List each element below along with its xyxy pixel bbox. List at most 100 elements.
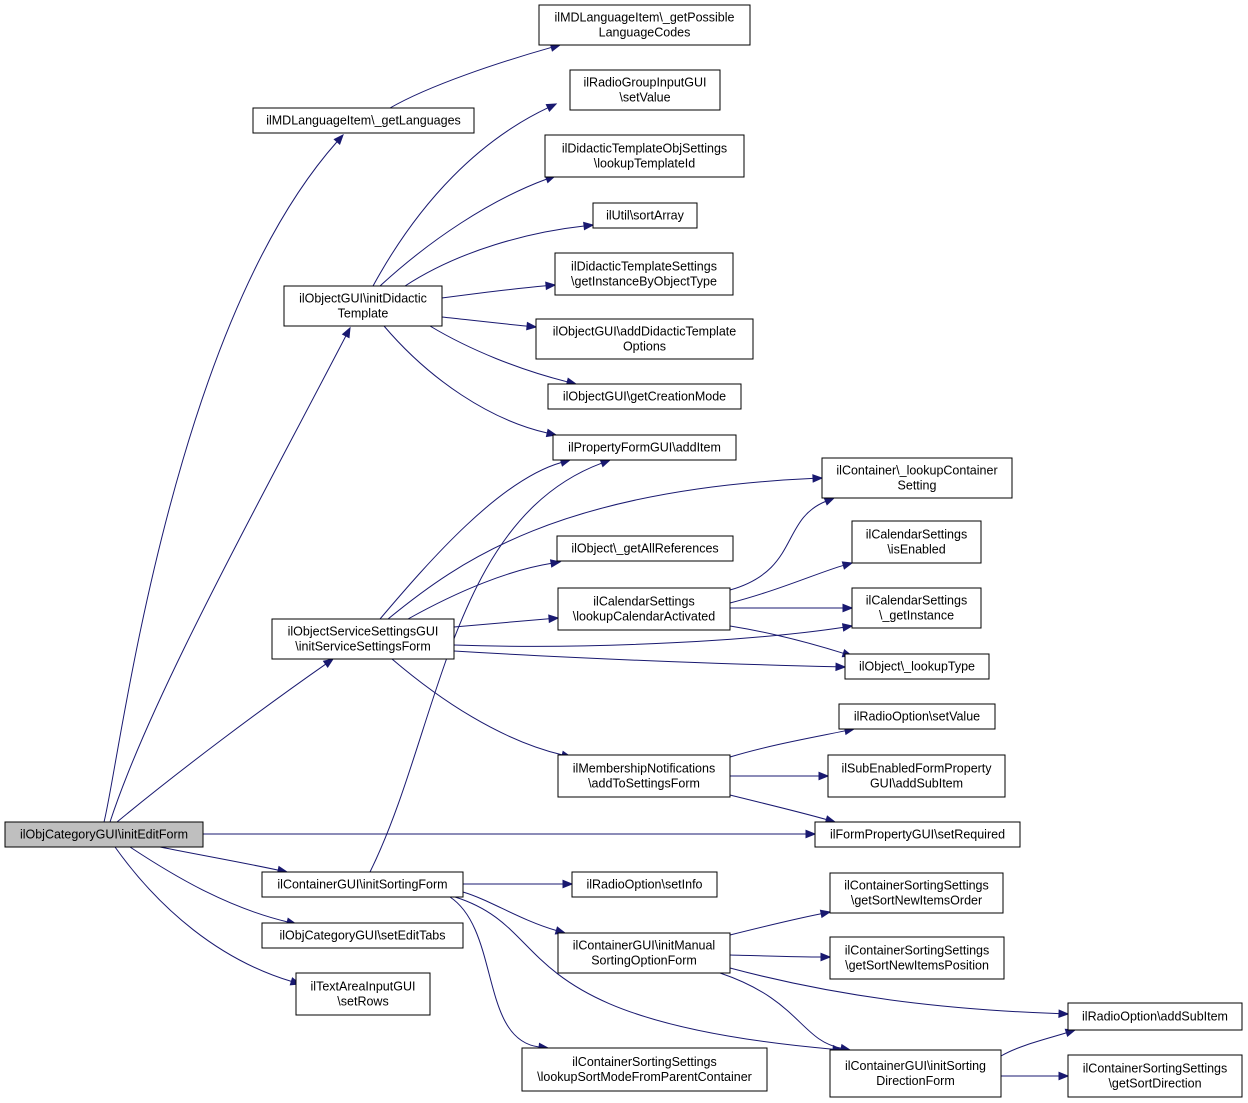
node-label: \getSortDirection [1108,1077,1201,1091]
edge-root-to-initdid [109,326,351,823]
node-label: ilPropertyFormGUI\addItem [568,441,721,455]
node-edittabs[interactable]: ilObjCategoryGUI\setEditTabs [261,922,464,949]
node-allrefs[interactable]: ilObject\_getAllReferences [556,535,734,562]
edge-line [383,325,548,434]
arrowhead-icon [1058,1071,1070,1081]
edge-manual-to-sortorder [729,909,832,936]
edge-root-to-mdlang [103,133,344,823]
node-propadd[interactable]: ilPropertyFormGUI\addItem [552,434,737,461]
edge-line [729,500,826,591]
node-manual[interactable]: ilContainerGUI\initManualSortingOptionFo… [557,932,731,974]
arrowhead-icon [823,497,836,506]
node-box [538,4,751,46]
node-box [1067,1002,1243,1031]
node-didobj[interactable]: ilDidacticTemplateObjSettings\lookupTemp… [544,134,745,178]
node-mdlang[interactable]: ilMDLanguageItem\_getLanguages [252,107,475,134]
node-sortpos[interactable]: ilContainerSortingSettings\getSortNewIte… [829,936,1005,980]
node-label: ilObjCategoryGUI\initEditForm [20,828,188,842]
node-label: SortingOptionForm [591,954,697,968]
arrowhead-icon [333,133,344,145]
node-calinst[interactable]: ilCalendarSettings\_getInstance [851,587,982,629]
node-mdcodes[interactable]: ilMDLanguageItem\_getPossibleLanguageCod… [538,4,751,46]
edge-initdid-to-didobj [379,175,557,287]
node-label: ilDidacticTemplateSettings [571,260,717,274]
arrowhead-icon [841,623,854,632]
node-label: \setRows [337,995,388,1009]
edge-line [372,107,549,287]
edge-initsort-to-dirform [454,896,844,1054]
edge-dirform-to-sortdir [1001,1071,1070,1081]
node-lookmode[interactable]: ilContainerSortingSettings\lookupSortMod… [521,1047,768,1092]
node-label: \lookupCalendarActivated [573,610,715,624]
edge-line [389,46,552,109]
call-graph-nodes: ilObjCategoryGUI\initEditForm ilMDLanguag… [4,4,1243,1098]
edge-line [453,618,550,628]
edge-line [369,462,602,873]
node-box [271,618,455,660]
arrowhead-icon [322,658,335,668]
arrowhead-icon [599,459,612,468]
edge-memb-to-radiosetval [729,726,856,758]
node-didset[interactable]: ilDidacticTemplateSettings\getInstanceBy… [554,252,734,296]
node-calenabled[interactable]: ilCalendarSettings\isEnabled [851,520,982,564]
node-label: ilTextAreaInputGUI [311,980,416,994]
node-label: Setting [898,479,937,493]
node-looktype[interactable]: ilObject\_lookupType [844,653,990,680]
node-radiogrp[interactable]: ilRadioGroupInputGUI\setValue [569,69,721,111]
node-creamode[interactable]: ilObjectGUI\getCreationMode [547,383,742,410]
edge-line [103,141,338,823]
node-box [571,871,718,898]
node-box [851,587,982,629]
node-root[interactable]: ilObjCategoryGUI\initEditForm [4,821,204,848]
node-textarea[interactable]: ilTextAreaInputGUI\setRows [295,972,431,1016]
edge-line [129,846,288,923]
arrowhead-icon [545,281,557,291]
node-box [521,1047,768,1092]
node-label: ilContainerSortingSettings [845,944,990,958]
arrowhead-icon [819,909,832,919]
edge-initdid-to-adddid [441,316,538,331]
edge-root-to-setreq [202,829,817,839]
node-label: ilDidacticTemplateObjSettings [562,142,727,156]
edge-root-to-servform [116,658,335,823]
node-radiosetval[interactable]: ilRadioOption\setValue [838,703,996,730]
node-box [295,972,431,1016]
node-servform[interactable]: ilObjectServiceSettingsGUI\initServiceSe… [271,618,455,660]
edge-line [429,325,568,383]
node-memb[interactable]: ilMembershipNotifications\addToSettingsF… [557,754,731,798]
edge-line [729,564,844,604]
node-label: ilObjectGUI\addDidacticTemplate [553,325,736,339]
arrowhead-icon [805,829,817,839]
node-box [252,107,475,134]
node-box [261,922,464,949]
node-label: \_getInstance [879,609,954,623]
node-sortorder[interactable]: ilContainerSortingSettings\getSortNewIte… [829,872,1004,914]
arrowhead-icon [842,603,854,613]
edge-initdid-to-didset [441,281,557,299]
node-label: ilContainer\_lookupContainer [836,464,997,478]
node-setreq[interactable]: ilFormPropertyGUI\setRequired [814,821,1021,848]
edge-line [441,285,547,299]
edge-servform-to-contlook [387,474,824,620]
node-label: \addToSettingsForm [588,777,700,791]
node-calact[interactable]: ilCalendarSettings\lookupCalendarActivat… [557,587,731,631]
node-box [557,932,731,974]
edge-line [114,846,292,982]
node-sortdir[interactable]: ilContainerSortingSettings\getSortDirect… [1067,1054,1243,1098]
node-label: ilCalendarSettings [866,594,967,608]
edge-line [729,730,846,758]
node-sortarr[interactable]: ilUtil\sortArray [592,202,698,229]
arrowhead-icon [548,614,560,624]
node-initsort[interactable]: ilContainerGUI\initSortingForm [261,871,464,898]
edge-line [441,316,528,327]
node-label: ilMDLanguageItem\_getPossible [555,11,735,25]
node-label: ilRadioOption\addSubItem [1082,1010,1228,1024]
edge-calact-to-contlook [729,497,836,591]
node-addsub[interactable]: ilRadioOption\addSubItem [1067,1002,1243,1031]
node-radioinfo[interactable]: ilRadioOption\setInfo [571,871,718,898]
